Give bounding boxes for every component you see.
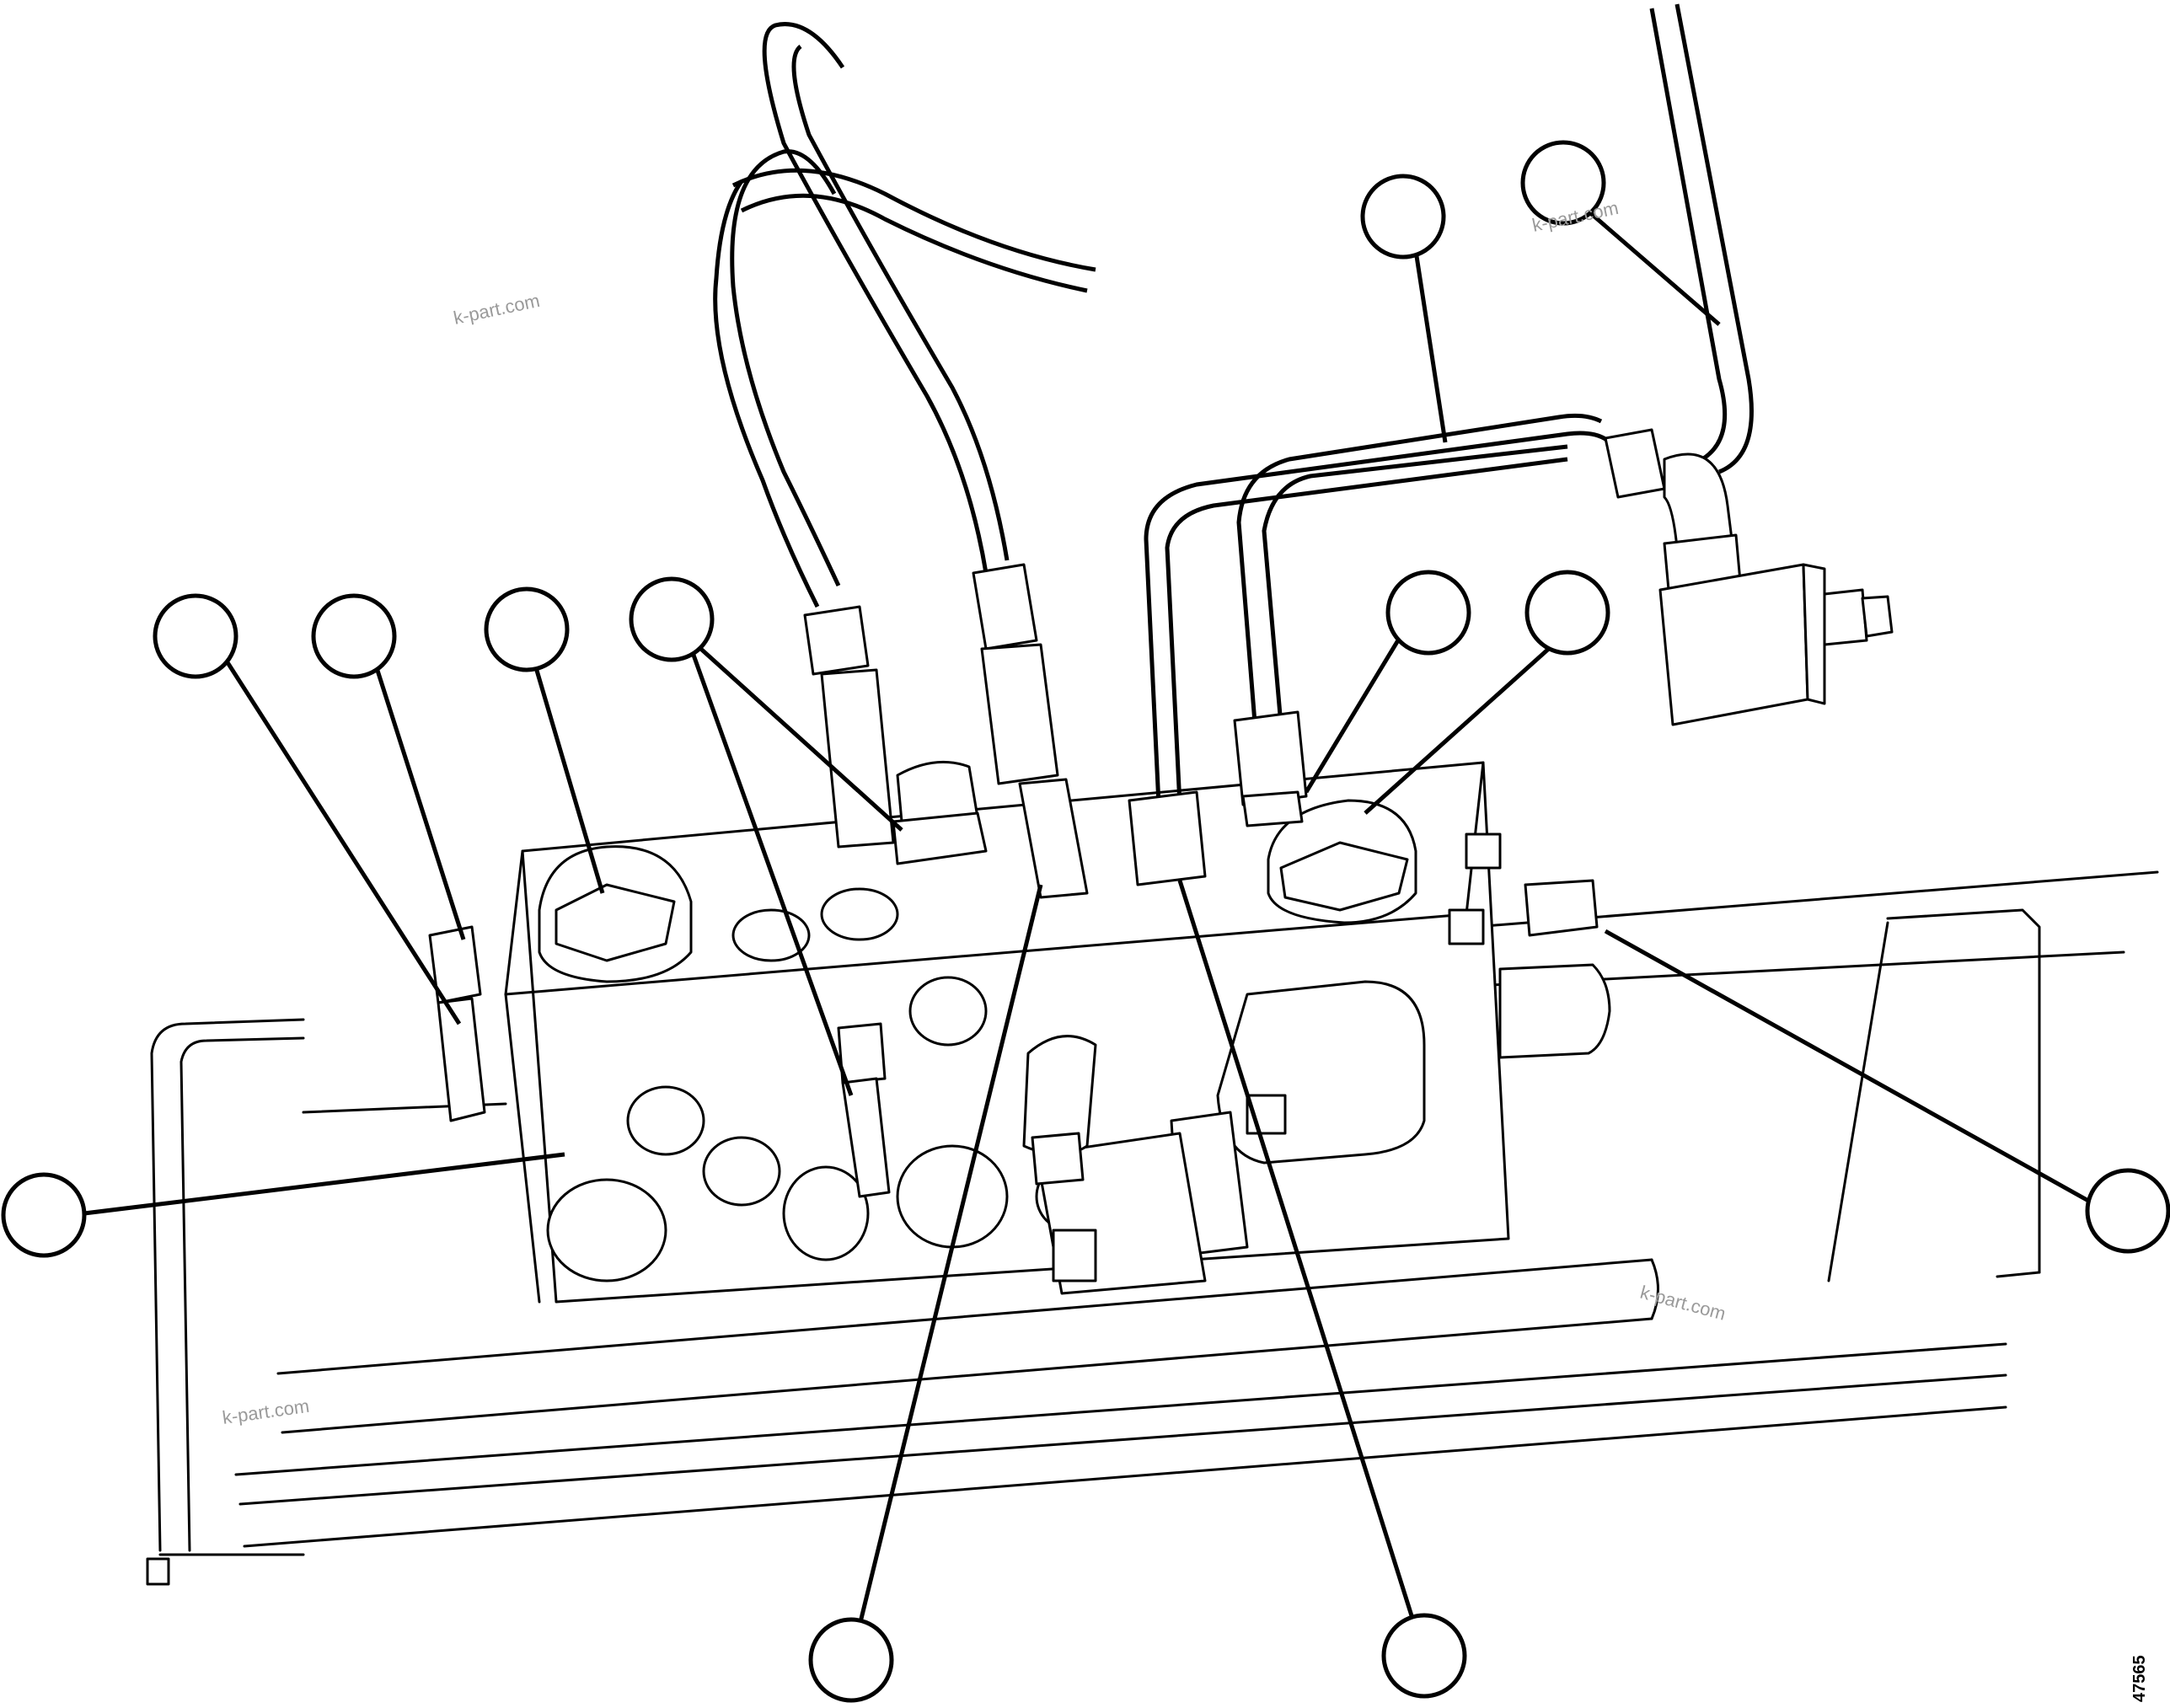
figure-number: 47565: [2130, 1655, 2149, 1702]
hoses: [713, 3, 1754, 608]
hose-fittings: [803, 563, 1308, 899]
callout-7[interactable]: [1385, 570, 1471, 656]
callout-2[interactable]: [311, 593, 397, 679]
callout-10[interactable]: [808, 1617, 894, 1703]
right-solenoid-valve: [1604, 428, 1894, 726]
callout-1[interactable]: [153, 593, 238, 679]
leader-lines: [83, 188, 2113, 1661]
callout-5[interactable]: [1360, 174, 1446, 260]
watermark-4: k-part.com: [221, 1395, 310, 1428]
valve-block: [504, 761, 1611, 1304]
watermark-1: k-part.com: [452, 290, 542, 329]
callout-4[interactable]: [629, 576, 715, 662]
rigid-pipes: [1144, 413, 1615, 806]
sensor-connector: [1022, 1035, 1097, 1186]
front-lever-fitting: [837, 1022, 891, 1198]
callout-9[interactable]: [1, 1172, 87, 1258]
callouts: [1, 140, 2170, 1703]
callout-11[interactable]: [1381, 1613, 1467, 1699]
callout-8[interactable]: [1524, 570, 1610, 656]
callout-12[interactable]: [2085, 1168, 2170, 1254]
callout-3[interactable]: [484, 586, 570, 672]
callout-6[interactable]: [1520, 140, 1606, 226]
left-lever-fitting: [428, 925, 486, 1122]
